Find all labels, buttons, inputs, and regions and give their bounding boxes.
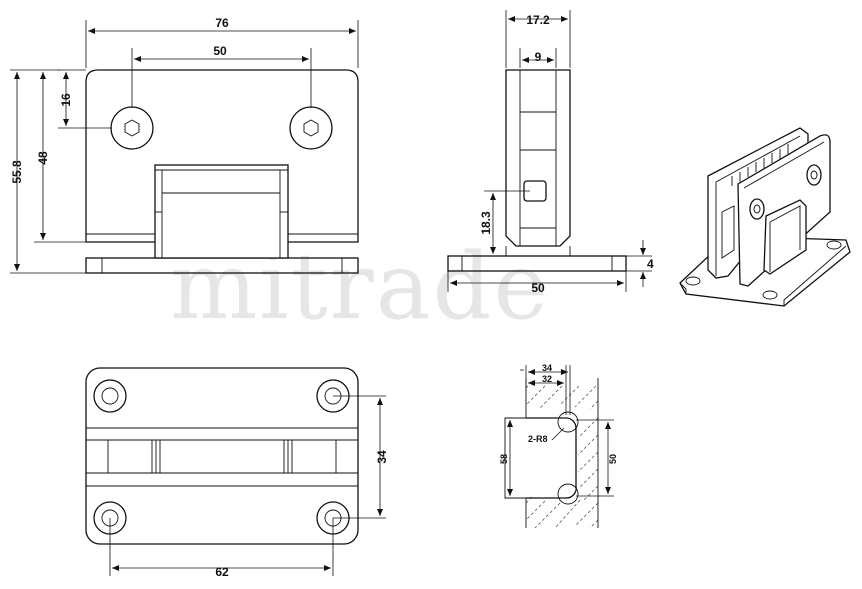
dim-cutout-58: 58	[499, 454, 509, 464]
front-plate	[85, 69, 359, 243]
bottom-plate	[85, 367, 359, 545]
dim-screw-height-18-3: 18.3	[479, 211, 493, 235]
glass-hatch	[525, 385, 599, 529]
iso-hinge-block	[763, 199, 807, 275]
radius-label: 2-R8	[528, 434, 548, 444]
dim-width-76: 76	[215, 16, 229, 30]
cutout-profile	[526, 417, 577, 499]
dim-cutout-32: 32	[542, 374, 552, 384]
bottom-view: 34 62	[85, 367, 389, 579]
side-view: 17.2 9 18.3 50 4	[447, 10, 654, 295]
front-hinge-block	[154, 164, 289, 259]
side-body	[505, 69, 571, 247]
dim-side-width-17-2: 17.2	[526, 13, 550, 27]
cutout-detail: 34 32 2-R8 58 50	[499, 363, 618, 529]
screw-right	[289, 106, 333, 150]
isometric-view	[679, 127, 851, 307]
side-base	[447, 255, 627, 272]
dim-cutout-34: 34	[542, 363, 552, 373]
dim-base-width-50: 50	[531, 281, 545, 295]
dim-hole-spacing-50: 50	[213, 44, 227, 58]
dim-hole-spacing-34: 34	[375, 450, 389, 464]
dim-hole-spacing-62: 62	[215, 565, 229, 579]
hex-socket-icon	[124, 119, 140, 137]
mount-hole-tl	[93, 379, 127, 413]
screw-left	[110, 106, 154, 150]
dim-top-offset-16: 16	[59, 93, 73, 107]
dim-gap-9: 9	[535, 50, 542, 64]
dim-base-thickness-4: 4	[647, 257, 654, 271]
dim-plate-height-48: 48	[36, 151, 50, 165]
dim-total-height-55-8: 55.8	[10, 160, 24, 184]
hex-socket-icon	[303, 119, 319, 137]
dim-cutout-50: 50	[608, 454, 618, 464]
front-view: 76 50 16 55.8 48	[10, 16, 359, 274]
